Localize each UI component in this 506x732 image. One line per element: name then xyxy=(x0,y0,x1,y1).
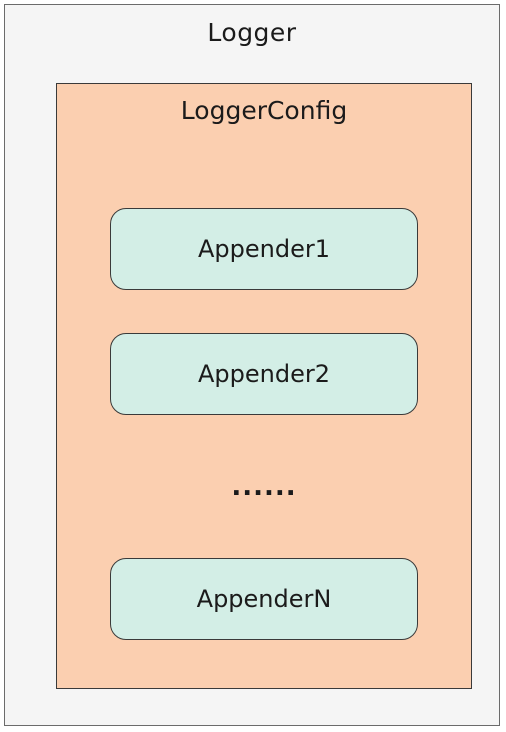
logger-box: Logger LoggerConfig Appender1 Appender2 … xyxy=(4,4,500,726)
logger-config-title: LoggerConfig xyxy=(180,96,348,125)
appender-ellipsis: ...... xyxy=(231,472,297,502)
appender-2-box: Appender2 xyxy=(110,333,418,415)
appender-1-box: Appender1 xyxy=(110,208,418,290)
logger-title: Logger xyxy=(207,18,297,47)
appender-n-box: AppenderN xyxy=(110,558,418,640)
logger-config-box: LoggerConfig Appender1 Appender2 ...... … xyxy=(56,83,472,689)
